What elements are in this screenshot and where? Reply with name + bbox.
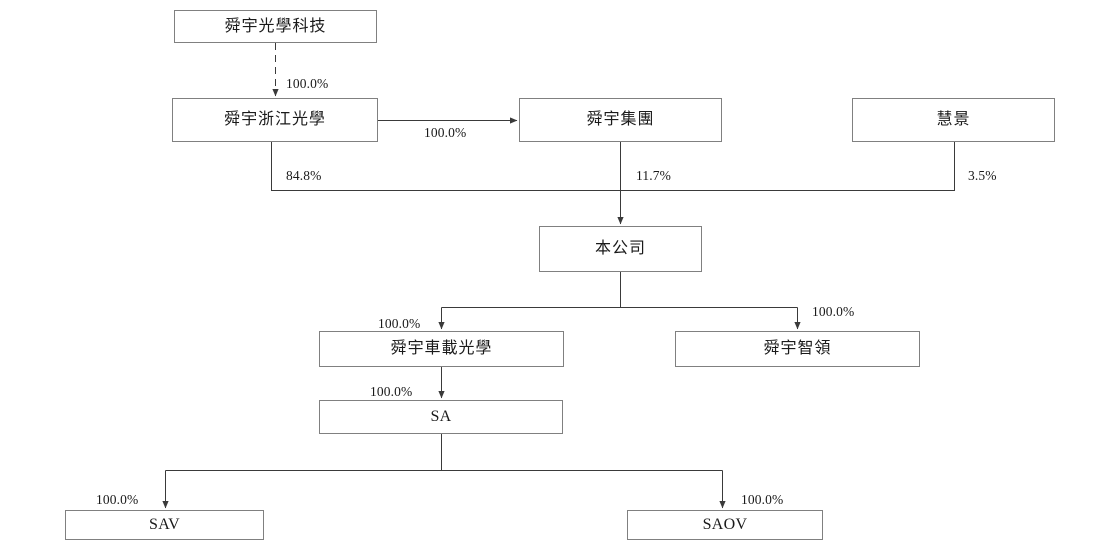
node-label: SAOV	[702, 516, 748, 533]
edge-label-sa-to-sav: 100.0%	[96, 492, 139, 507]
edge-label-company-to-automotive: 100.0%	[378, 316, 421, 331]
node-sunny-zhiling[interactable]: 舜宇智領	[675, 331, 920, 367]
edge-zhejiang-to-company	[271, 142, 621, 191]
node-label: 慧景	[936, 111, 971, 128]
edge-label-group-to-company: 11.7%	[636, 168, 672, 183]
node-huijing[interactable]: 慧景	[852, 98, 1055, 142]
node-label: 舜宇浙江光學	[224, 111, 326, 128]
edge-label-tech-to-zhejiang: 100.0%	[286, 76, 329, 91]
node-label: 本公司	[595, 240, 646, 257]
edge-label-automotive-to-sa: 100.0%	[370, 384, 413, 399]
node-label: SAV	[149, 516, 180, 533]
node-saov[interactable]: SAOV	[627, 510, 823, 540]
node-label: SA	[430, 408, 452, 425]
node-the-company[interactable]: 本公司	[539, 226, 702, 272]
node-sa[interactable]: SA	[319, 400, 563, 434]
node-label: 舜宇集團	[586, 111, 655, 128]
edge-label-sa-to-saov: 100.0%	[741, 492, 784, 507]
edge-label-zhejiang-to-group: 100.0%	[424, 125, 467, 140]
node-label: 舜宇光學科技	[224, 17, 327, 35]
node-sunny-group[interactable]: 舜宇集團	[519, 98, 722, 142]
node-sunny-automotive-optical[interactable]: 舜宇車載光學	[319, 331, 564, 367]
edge-label-huijing-to-company: 3.5%	[968, 168, 997, 183]
node-sav[interactable]: SAV	[65, 510, 264, 540]
node-label: 舜宇車載光學	[390, 340, 493, 357]
node-label: 舜宇智領	[763, 340, 832, 357]
node-sunny-zhejiang-optical[interactable]: 舜宇浙江光學	[172, 98, 378, 142]
edge-label-company-to-zhiling: 100.0%	[812, 304, 855, 319]
node-sunny-optical-tech[interactable]: 舜宇光學科技	[174, 10, 377, 43]
edge-label-zhejiang-to-company: 84.8%	[286, 168, 322, 183]
edge-huijing-to-company	[620, 142, 955, 191]
